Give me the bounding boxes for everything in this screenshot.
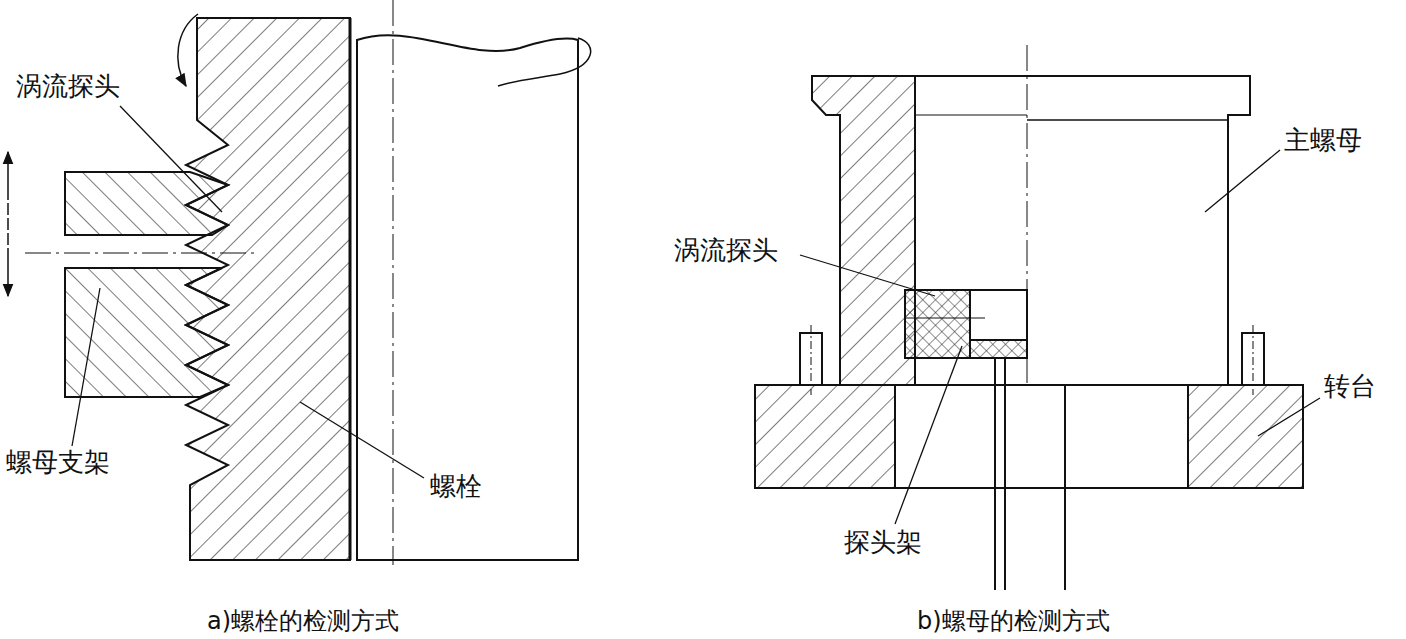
part-label: 涡流探头 (14, 72, 122, 102)
part-label: 探头架 (842, 528, 924, 558)
figure-caption: b)螺母的检测方式 (915, 608, 1112, 636)
part-label: 涡流探头 (672, 236, 780, 266)
part-label: 转台 (1322, 372, 1378, 402)
part-label: 螺母支架 (4, 448, 112, 478)
part-label: 螺栓 (428, 472, 484, 502)
part-label: 主螺母 (1282, 126, 1364, 156)
figure-caption: a)螺栓的检测方式 (205, 608, 401, 636)
bolt-figure (8, 0, 591, 565)
nut-figure (755, 45, 1320, 590)
